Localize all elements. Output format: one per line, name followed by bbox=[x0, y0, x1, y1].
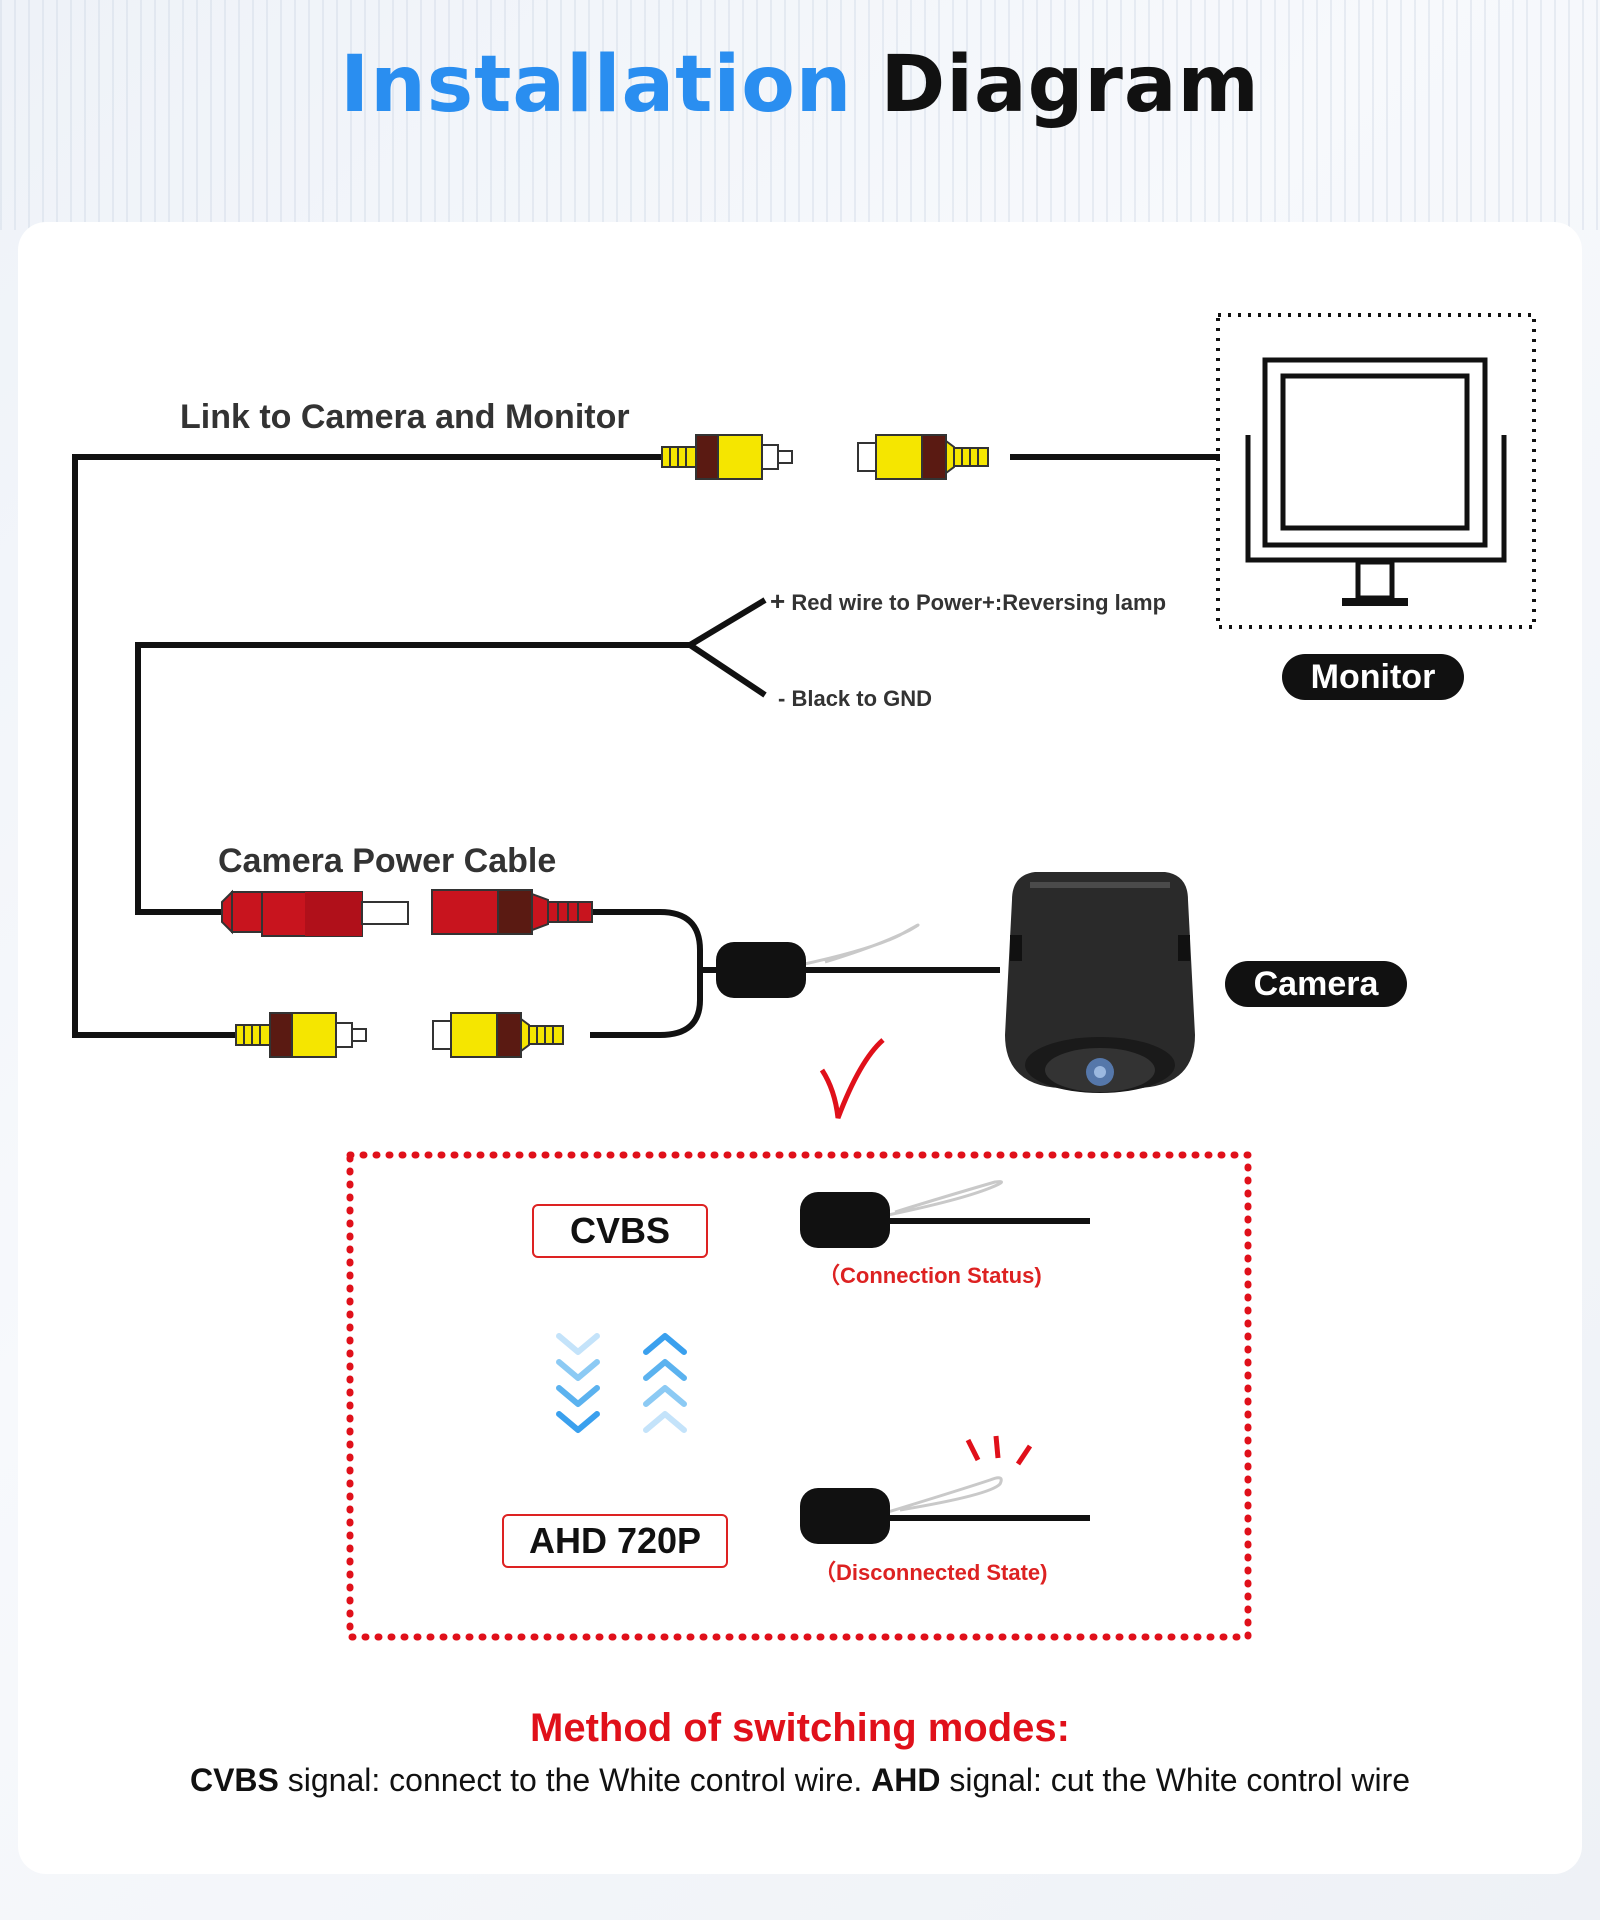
power-cable-label: Camera Power Cable bbox=[218, 842, 557, 880]
power-connector-female bbox=[431, 889, 593, 935]
rca-female-bottom bbox=[432, 1012, 564, 1058]
black-wire-text: Black to GND bbox=[791, 686, 933, 711]
note-cvbs: CVBS bbox=[189, 1762, 279, 1798]
red-wire-text: Red wire to Power+:Reversing lamp bbox=[791, 590, 1167, 615]
note-cvbs-text: signal: connect to the White control wir… bbox=[278, 1762, 872, 1798]
white-control-wire bbox=[799, 923, 920, 967]
note-ahd-text: signal: cut the White control wire bbox=[940, 1762, 1411, 1798]
title-word: Diagram bbox=[880, 40, 1260, 130]
ahd-mode-label: AHD 720P bbox=[502, 1514, 728, 1568]
connection-status-caption: （Connection Status) bbox=[818, 1263, 1042, 1288]
monitor-badge: Monitor bbox=[1282, 654, 1464, 700]
camera-badge: Camera bbox=[1225, 961, 1407, 1007]
red-wire-label: + Red wire to Power+:Reversing lamp bbox=[770, 586, 1167, 616]
method-note: CVBS signal: connect to the White contro… bbox=[0, 1762, 1600, 1799]
title-accent-word: Installation bbox=[340, 40, 853, 130]
disconnected-wire-icon bbox=[800, 1435, 1090, 1544]
monitor-icon bbox=[1216, 313, 1536, 629]
black-wire-label: - Black to GND bbox=[778, 686, 933, 711]
power-connector-male bbox=[221, 889, 409, 937]
disconnected-state-caption: （Disconnected State) bbox=[814, 1560, 1048, 1585]
cvbs-mode-label: CVBS bbox=[532, 1204, 708, 1258]
wires bbox=[72, 454, 1220, 1038]
rca-male-top bbox=[661, 434, 793, 480]
method-heading: Method of switching modes: bbox=[530, 1706, 1070, 1750]
rca-male-bottom bbox=[235, 1012, 367, 1058]
note-ahd: AHD bbox=[871, 1762, 941, 1798]
page-title: Installation Diagram bbox=[0, 40, 1600, 130]
switch-modes-frame bbox=[346, 1151, 1252, 1641]
background-stripes bbox=[0, 0, 1600, 230]
down-arrow-icon bbox=[819, 1038, 885, 1119]
camera-icon bbox=[1005, 872, 1195, 1093]
rca-female-top bbox=[857, 434, 989, 480]
junction-block bbox=[716, 942, 806, 998]
chevron-up-icon bbox=[643, 1333, 687, 1433]
connected-wire-icon bbox=[800, 1180, 1090, 1248]
link-label: Link to Camera and Monitor bbox=[180, 398, 630, 436]
chevron-down-icon bbox=[556, 1333, 600, 1433]
